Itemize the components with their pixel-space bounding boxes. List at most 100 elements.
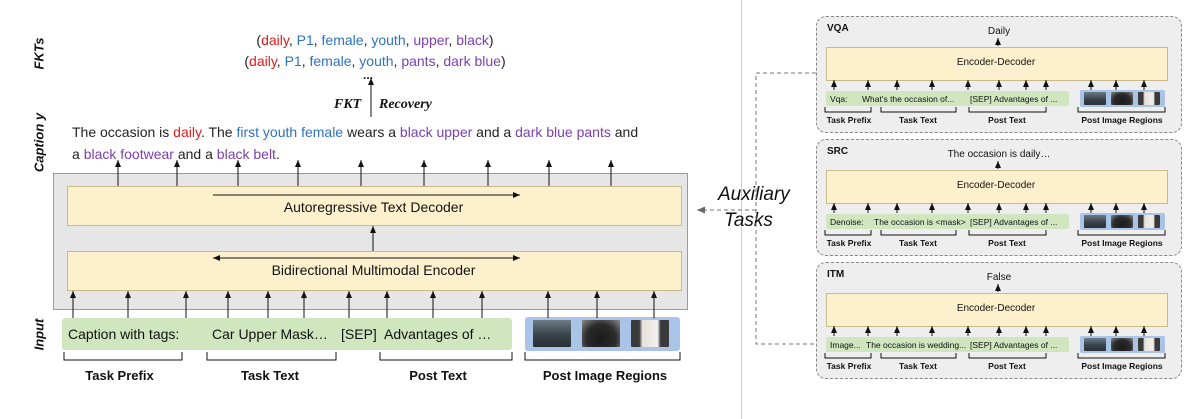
- panel-segment-bracket: [880, 353, 957, 359]
- panel-task-prefix-label: Task Prefix: [826, 238, 872, 248]
- segment-bracket: [524, 352, 681, 361]
- panel-output: Daily: [987, 26, 1011, 37]
- caption-line: The occasion is daily. The first youth f…: [72, 124, 638, 140]
- car-image-region: [1084, 92, 1106, 105]
- text-run: ,: [288, 32, 297, 48]
- panel-segment-bracket: [1077, 353, 1166, 359]
- segment-bracket: [379, 352, 513, 361]
- panel-task-text-label: Task Text: [899, 238, 937, 248]
- text-run: ,: [301, 53, 310, 69]
- car-image-region: [1084, 215, 1106, 228]
- auxiliary-connector: [755, 72, 816, 345]
- mask-image-region: [1138, 338, 1160, 351]
- panel-task-prefix: Vqa:: [830, 94, 848, 104]
- panel-segment-bracket: [1077, 107, 1166, 113]
- mask-image-region: [1138, 215, 1160, 228]
- panel-segment-bracket: [968, 230, 1047, 236]
- panel-text-strip: [826, 214, 1069, 229]
- text-run: ,: [393, 53, 402, 69]
- input-sep-token: [SEP]: [341, 326, 377, 342]
- mask-image-region: [631, 320, 669, 347]
- auxiliary-tasks-line2: Tasks: [724, 210, 773, 231]
- panel-task-prefix: Image...: [830, 340, 861, 350]
- text-run: ): [500, 53, 506, 69]
- upper-clothing-image-region: [1111, 338, 1133, 351]
- panel-output: The occasion is daily…: [947, 149, 1051, 160]
- panel-post-text-label: Post Text: [988, 115, 1026, 125]
- panel-title: ITM: [827, 269, 845, 280]
- post-text-label: Post Text: [409, 368, 467, 383]
- panel-segment-bracket: [824, 107, 872, 113]
- encoder-decoder-label: Encoder-Decoder: [956, 303, 1036, 314]
- task-text-label: Task Text: [240, 368, 300, 383]
- panel-task-prefix-label: Task Prefix: [826, 361, 872, 371]
- fkt-line: (daily, P1, female, youth, upper, black): [180, 32, 570, 48]
- recovery-label: Recovery: [379, 97, 432, 112]
- panel-task-text: What's the occasion of...: [862, 94, 955, 104]
- car-image-region: [1084, 338, 1106, 351]
- panel-segment-bracket: [968, 353, 1047, 359]
- panel-task-prefix: Denoise:: [830, 217, 864, 227]
- segment-bracket: [206, 352, 337, 361]
- text-run: female: [309, 53, 352, 69]
- text-run: pants: [401, 53, 436, 69]
- encoder-decoder-box: [826, 293, 1168, 327]
- upper-clothing-image-region: [582, 320, 620, 347]
- text-run: ,: [351, 53, 360, 69]
- text-run: .: [275, 146, 280, 162]
- text-run: black upper: [399, 124, 473, 140]
- encoder-decoder-label: Encoder-Decoder: [956, 180, 1036, 191]
- text-run: P1: [284, 53, 302, 69]
- panel-title: SRC: [827, 146, 849, 157]
- text-run: youth: [359, 53, 394, 69]
- panel-task-text: The occasion is <mask>: [874, 217, 966, 227]
- input-text-strip: [62, 318, 512, 350]
- panel-text-strip: [826, 91, 1069, 106]
- text-run: upper: [413, 32, 449, 48]
- text-run: The occasion is: [72, 124, 174, 140]
- autoregressive-decoder-box: [67, 186, 682, 226]
- panel-sep-post-text: [SEP] Advantages of ...: [970, 217, 1058, 227]
- text-run: ,: [405, 32, 414, 48]
- text-run: black belt: [216, 146, 276, 162]
- panel-post-image-regions-label: Post Image Regions: [1081, 361, 1163, 371]
- fkt-label: FKT: [334, 97, 362, 112]
- text-run: first youth female: [236, 124, 344, 140]
- panel-task-prefix-label: Task Prefix: [826, 115, 872, 125]
- post-image-regions-label: Post Image Regions: [542, 368, 668, 383]
- panel-task-text: The occasion is wedding...: [866, 340, 967, 350]
- text-run: ,: [448, 32, 457, 48]
- task-prefix-label: Task Prefix: [85, 368, 154, 383]
- panel-task-text-label: Task Text: [899, 361, 937, 371]
- upper-clothing-image-region: [1111, 215, 1133, 228]
- text-run: black footwear: [83, 146, 174, 162]
- text-run: wears a: [343, 124, 400, 140]
- text-run: P1: [296, 32, 314, 48]
- panel-segment-bracket: [880, 107, 957, 113]
- text-run: and: [610, 124, 639, 140]
- panel-text-strip: [826, 337, 1069, 352]
- segment-bracket: [63, 352, 183, 361]
- panel-segment-bracket: [968, 107, 1047, 113]
- panel-sep-post-text: [SEP] Advantages of ...: [970, 94, 1058, 104]
- text-run: daily: [173, 124, 201, 140]
- upper-clothing-image-region: [1111, 92, 1133, 105]
- panel-post-text-label: Post Text: [988, 361, 1026, 371]
- panel-title: VQA: [827, 23, 849, 34]
- text-run: dark blue: [443, 53, 501, 69]
- text-run: a: [72, 146, 84, 162]
- caption-line: a black footwear and a black belt.: [72, 146, 280, 162]
- panel-output: False: [986, 272, 1012, 283]
- text-run: ): [488, 32, 494, 48]
- panel-segment-bracket: [824, 353, 872, 359]
- panel-post-image-regions-label: Post Image Regions: [1081, 238, 1163, 248]
- decoder-label: Autoregressive Text Decoder: [283, 199, 464, 215]
- panel-post-image-regions-label: Post Image Regions: [1081, 115, 1163, 125]
- text-run: and a: [472, 124, 516, 140]
- text-run: dark blue pants: [515, 124, 611, 140]
- fkt-ellipsis: ...: [363, 68, 374, 82]
- text-run: ,: [276, 53, 285, 69]
- panel-task-text-label: Task Text: [899, 115, 937, 125]
